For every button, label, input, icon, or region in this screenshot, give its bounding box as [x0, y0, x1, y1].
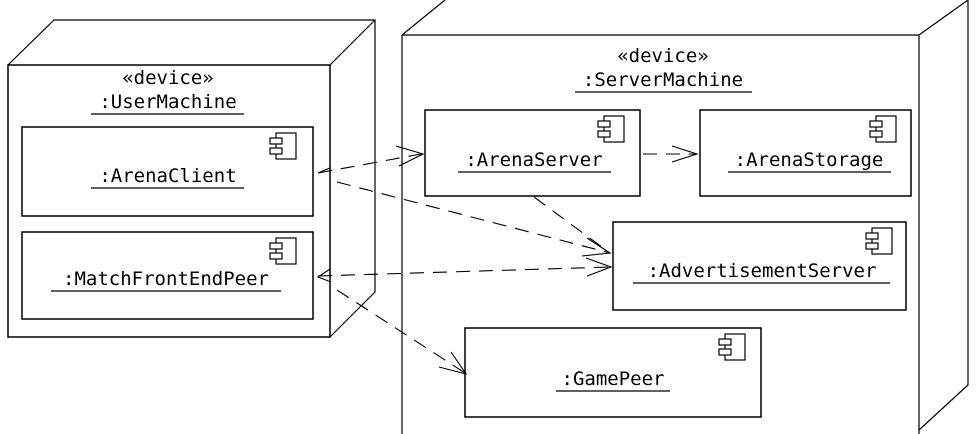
- component-icon: [269, 132, 297, 160]
- component-arena-storage: :ArenaStorage: [699, 109, 912, 197]
- dependency-match-front-end-peer-to-advertisement-server: [316, 257, 613, 283]
- dependency-arena-server-to-arena-storage: [643, 145, 699, 163]
- component-arena-server: :ArenaServer: [424, 109, 641, 197]
- arena-client-label: :ArenaClient: [99, 165, 236, 187]
- user-machine-stereotype: «device»: [122, 67, 214, 89]
- component-icon: [718, 333, 746, 361]
- component-arena-client: :ArenaClient: [21, 126, 314, 217]
- arena-server-label: :ArenaServer: [465, 149, 602, 171]
- advertisement-server-label: :AdvertisementServer: [648, 260, 877, 282]
- component-icon: [869, 115, 897, 143]
- component-icon: [269, 237, 297, 265]
- server-machine-node: «device» :ServerMachine: [401, 0, 969, 434]
- component-icon: [597, 115, 625, 143]
- component-game-peer: :GamePeer: [464, 327, 762, 418]
- component-advertisement-server: :AdvertisementServer: [612, 221, 907, 311]
- dependency-arena-client-to-arena-server: [317, 145, 425, 174]
- user-machine-name: :UserMachine: [99, 91, 236, 113]
- dependency-match-front-end-peer-to-game-peer: [336, 289, 468, 375]
- game-peer-label: :GamePeer: [562, 368, 665, 390]
- component-icon: [865, 227, 893, 255]
- server-machine-name: :ServerMachine: [583, 69, 743, 91]
- match-front-end-peer-label: :MatchFrontEndPeer: [63, 268, 269, 290]
- server-machine-stereotype: «device»: [617, 45, 709, 67]
- component-match-front-end-peer: :MatchFrontEndPeer: [21, 231, 314, 320]
- dependency-arena-server-to-advertisement-server: [533, 196, 611, 254]
- arena-storage-label: :ArenaStorage: [735, 149, 884, 171]
